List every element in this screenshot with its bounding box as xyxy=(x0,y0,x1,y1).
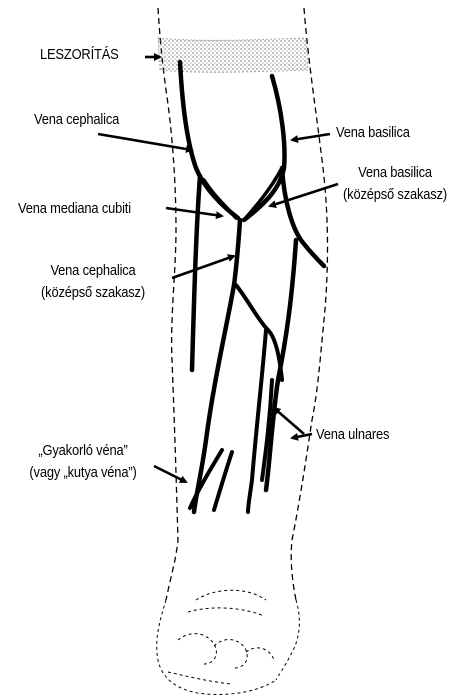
vein-cephalica-branch xyxy=(192,176,200,370)
arrow-ulnares-1 xyxy=(274,408,304,434)
label-mediana-cubiti: Vena mediana cubiti xyxy=(18,198,131,220)
arrow-cephalica-middle xyxy=(172,256,234,278)
hand-wrist-crease xyxy=(188,608,264,616)
hand-outline-right xyxy=(276,600,299,680)
arrow-basilica xyxy=(292,134,330,140)
arm-outline-right xyxy=(291,8,327,600)
vein-basilica-middle xyxy=(266,240,296,490)
hand-knuckle-3 xyxy=(246,648,274,660)
label-cephalica-middle-line2: (középső szakasz) xyxy=(20,282,166,304)
vein-basilica-branch xyxy=(282,168,324,266)
label-ulnares: Vena ulnares xyxy=(316,424,389,446)
hand-knuckle-1 xyxy=(178,634,216,664)
vein-mediana-cubiti-left xyxy=(204,180,236,218)
label-cephalica-middle-line1: Vena cephalica xyxy=(20,260,166,282)
arrow-cephalica xyxy=(98,134,192,150)
arm-outline-left xyxy=(158,8,178,600)
vein-median-branch xyxy=(236,285,282,380)
label-cephalica: Vena cephalica xyxy=(34,109,119,131)
arrow-practice-vein xyxy=(154,466,186,482)
hand-outline-left xyxy=(157,600,276,694)
label-tourniquet: LESZORÍTÁS xyxy=(40,44,119,66)
label-basilica: Vena basilica xyxy=(336,122,410,144)
hand-outline xyxy=(157,590,300,694)
vein-cephalica-middle xyxy=(194,220,240,512)
vein-mediana-cubiti-right xyxy=(244,168,282,220)
hand-thumb xyxy=(196,590,266,600)
vein-basilica-upper xyxy=(244,76,285,220)
hand-knuckle-2 xyxy=(214,640,247,668)
label-practice-vein-line1: „Gyakorló véna” xyxy=(12,440,155,462)
label-basilica-middle-line1: Vena basilica xyxy=(327,162,454,184)
label-basilica-middle-line2: (középső szakasz) xyxy=(327,184,454,206)
label-practice-vein-line2: (vagy „kutya véna”) xyxy=(12,462,155,484)
arrow-mediana-cubiti xyxy=(166,208,222,216)
vein-ulnaris-1 xyxy=(248,330,266,512)
veins xyxy=(180,62,324,512)
vein-cephalica-upper xyxy=(180,62,238,218)
hand-finger-line xyxy=(168,672,232,684)
